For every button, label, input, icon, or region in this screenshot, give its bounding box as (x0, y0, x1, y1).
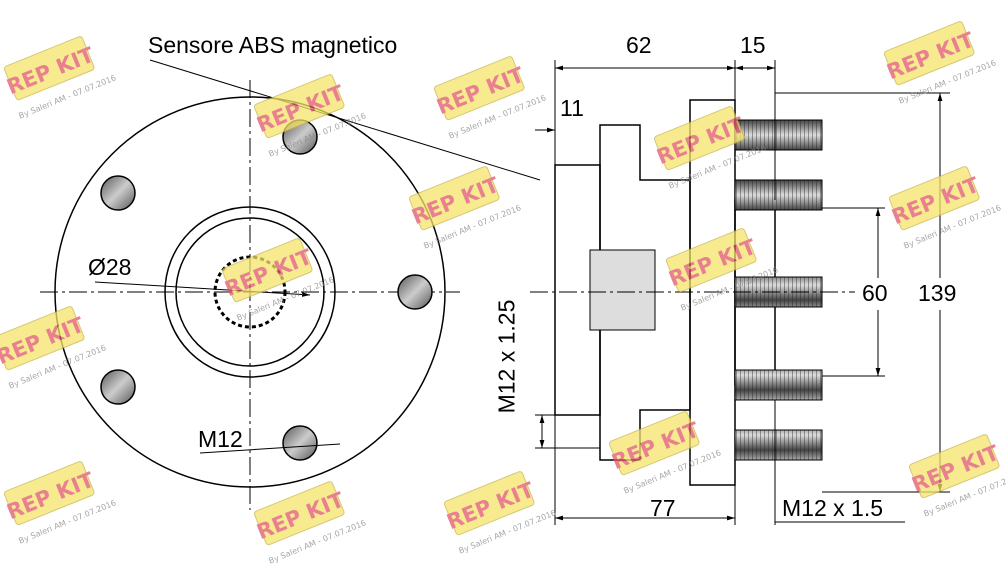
abs-sensor-label: Sensore ABS magnetico (148, 32, 398, 58)
repkit-watermark: REP KIT By Saleri AM - 07.07.2016 (408, 166, 522, 251)
stud (734, 179, 823, 211)
dimension-77: 77 (650, 495, 676, 521)
hub-outer (164, 206, 336, 378)
repkit-watermark: REP KIT By Saleri AM - 07.07.2016 (888, 166, 1002, 251)
bolt-hole (397, 274, 433, 310)
dimension-139: 139 (918, 280, 957, 306)
repkit-watermark: REP KIT By Saleri AM - 07.07.2016 (908, 434, 1006, 519)
bolt-m12-label: M12 (198, 426, 243, 452)
stud-thread-label: M12 x 1.5 (782, 495, 883, 521)
repkit-watermark: REP KIT By Saleri AM - 07.07.2016 (653, 106, 767, 191)
repkit-watermark: REP KIT By Saleri AM - 07.07.2016 (0, 306, 107, 391)
dimension-60: 60 (862, 280, 888, 306)
dimension-diameter-28: Ø28 (88, 254, 132, 280)
repkit-watermark: REP KIT By Saleri AM - 07.07.2016 (608, 411, 722, 496)
repkit-watermark: REP KIT By Saleri AM - 07.07.2016 (221, 238, 335, 323)
abs-leader (149, 59, 541, 181)
dimension-15: 15 (740, 32, 766, 58)
front-view (40, 59, 541, 510)
repkit-watermark: REP KIT By Saleri AM - 07.07.2016 (253, 481, 367, 566)
bolt-hole (100, 175, 136, 211)
dimension-11: 11 (560, 95, 584, 121)
side-view (530, 60, 950, 525)
repkit-watermark: REP KIT By Saleri AM - 07.07.2016 (883, 21, 997, 106)
studs (734, 119, 823, 461)
splines (589, 249, 656, 331)
watermarks: REP KIT By Saleri AM - 07.07.2016 REP KI… (0, 21, 1006, 566)
repkit-watermark: REP KIT By Saleri AM - 07.07.2016 (433, 56, 547, 141)
stud (734, 369, 823, 401)
bolt-hole (282, 425, 318, 461)
repkit-watermark: REP KIT By Saleri AM - 07.07.2016 (3, 461, 117, 546)
repkit-watermark: REP KIT By Saleri AM - 07.07.2016 (443, 471, 557, 556)
stud (734, 429, 823, 461)
dimension-62: 62 (626, 32, 652, 58)
bolt-hole (100, 369, 136, 405)
flange-outline (54, 96, 446, 488)
spline-bore (213, 255, 287, 329)
stud (734, 119, 823, 151)
thread-m12x125-label: M12 x 1.25 (493, 299, 520, 414)
repkit-watermark: REP KIT By Saleri AM - 07.07.2016 (3, 36, 117, 121)
bolt-holes (100, 119, 433, 461)
